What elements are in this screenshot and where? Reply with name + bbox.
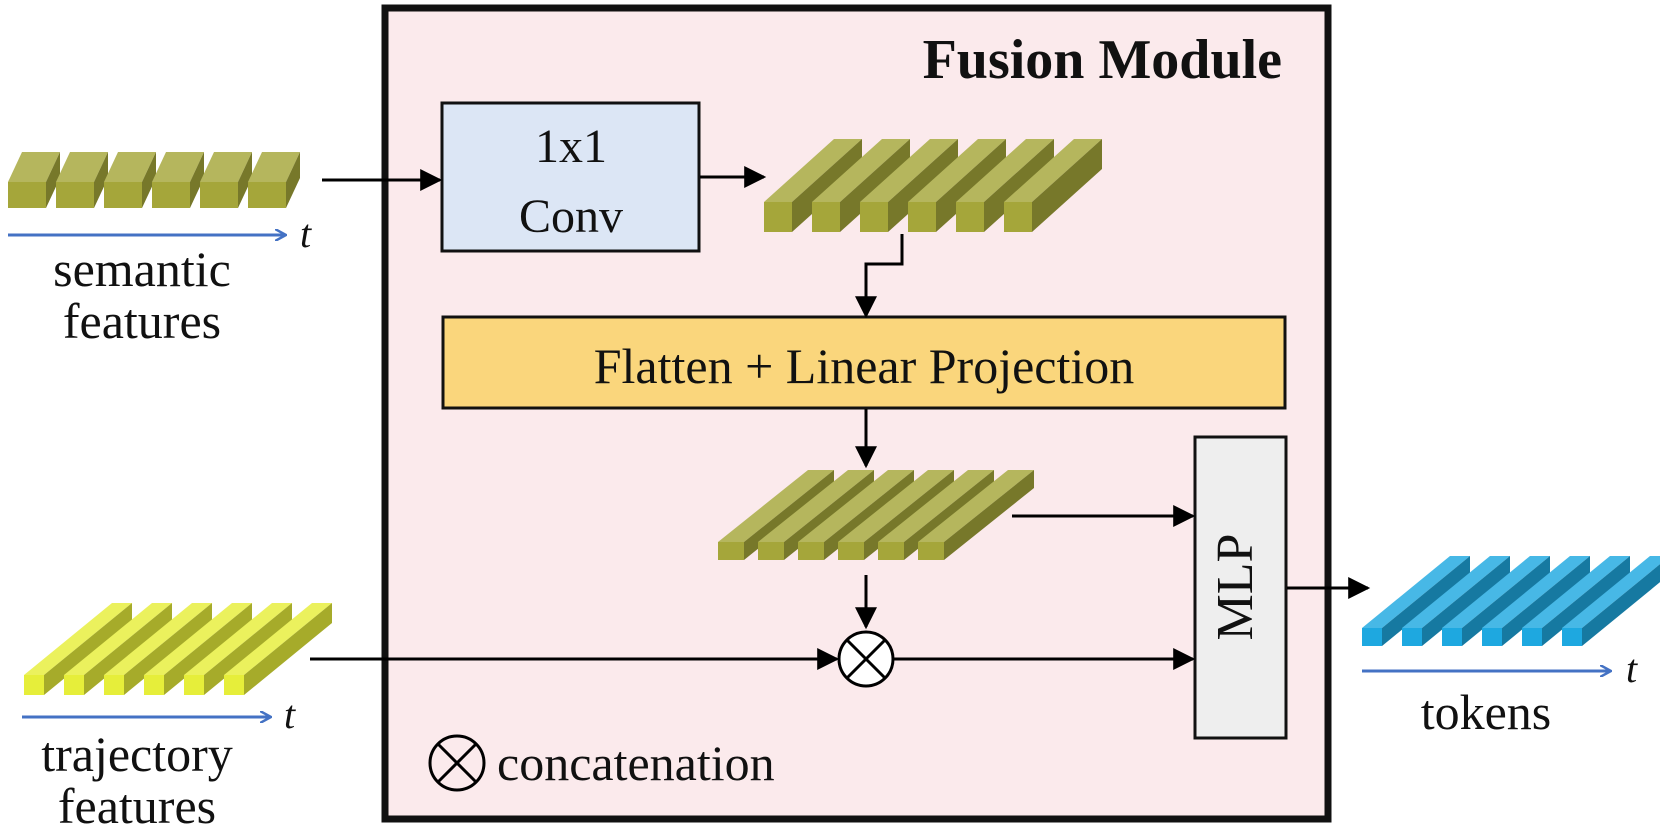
output-tokens xyxy=(1362,556,1660,646)
trajectory-features-label-2: features xyxy=(58,778,216,834)
flatten-projection-label: Flatten + Linear Projection xyxy=(594,338,1135,394)
trajectory-time-symbol: t xyxy=(284,692,296,737)
output-time-symbol: t xyxy=(1626,646,1638,691)
semantic-features-label-2: features xyxy=(63,293,221,349)
projected-token-6 xyxy=(918,470,1034,560)
conv-output-token-3 xyxy=(860,139,958,232)
trajectory-token-6 xyxy=(224,603,332,695)
trajectory-token-4 xyxy=(144,603,252,695)
output-token-3 xyxy=(1442,556,1550,646)
semantic-token-3 xyxy=(104,152,156,208)
trajectory-token-3 xyxy=(104,603,212,695)
conv-block xyxy=(440,101,701,253)
arrow-tokens-to-flatten xyxy=(855,234,904,319)
conv-output-token-2 xyxy=(812,139,910,232)
trajectory-token-2 xyxy=(64,603,172,695)
output-token-4 xyxy=(1482,556,1590,646)
mlp-block xyxy=(1193,435,1288,740)
projected-tokens xyxy=(718,470,1034,560)
fusion-module-title: Fusion Module xyxy=(923,29,1282,91)
mlp-label: MLP xyxy=(1207,534,1264,641)
semantic-token-1 xyxy=(8,152,60,208)
semantic-feature-tokens xyxy=(8,152,300,208)
conv-output-token-1 xyxy=(764,139,862,232)
output-token-1 xyxy=(1362,556,1470,646)
semantic-token-6 xyxy=(248,152,300,208)
trajectory-token-1 xyxy=(24,603,132,695)
trajectory-token-5 xyxy=(184,603,292,695)
semantic-token-5 xyxy=(200,152,252,208)
trajectory-feature-tokens xyxy=(24,603,332,695)
output-token-5 xyxy=(1522,556,1630,646)
conv-output-token-4 xyxy=(908,139,1006,232)
conv-block-label-1: 1x1 xyxy=(535,120,607,173)
semantic-token-2 xyxy=(56,152,108,208)
tokens-label: tokens xyxy=(1421,684,1552,740)
concatenation-legend-icon xyxy=(428,734,486,792)
trajectory-features-label-1: trajectory xyxy=(41,726,233,782)
conv-output-token-6 xyxy=(1004,139,1102,232)
semantic-time-symbol: t xyxy=(300,211,312,256)
conv-block-label-2: Conv xyxy=(519,190,623,243)
conv-output-tokens xyxy=(764,139,1102,232)
output-token-2 xyxy=(1402,556,1510,646)
concatenation-operator-icon xyxy=(837,630,895,688)
output-token-6 xyxy=(1562,556,1660,646)
conv-output-token-5 xyxy=(956,139,1054,232)
semantic-token-4 xyxy=(152,152,204,208)
concatenation-legend-label: concatenation xyxy=(497,735,775,791)
semantic-features-label-1: semantic xyxy=(53,241,231,297)
